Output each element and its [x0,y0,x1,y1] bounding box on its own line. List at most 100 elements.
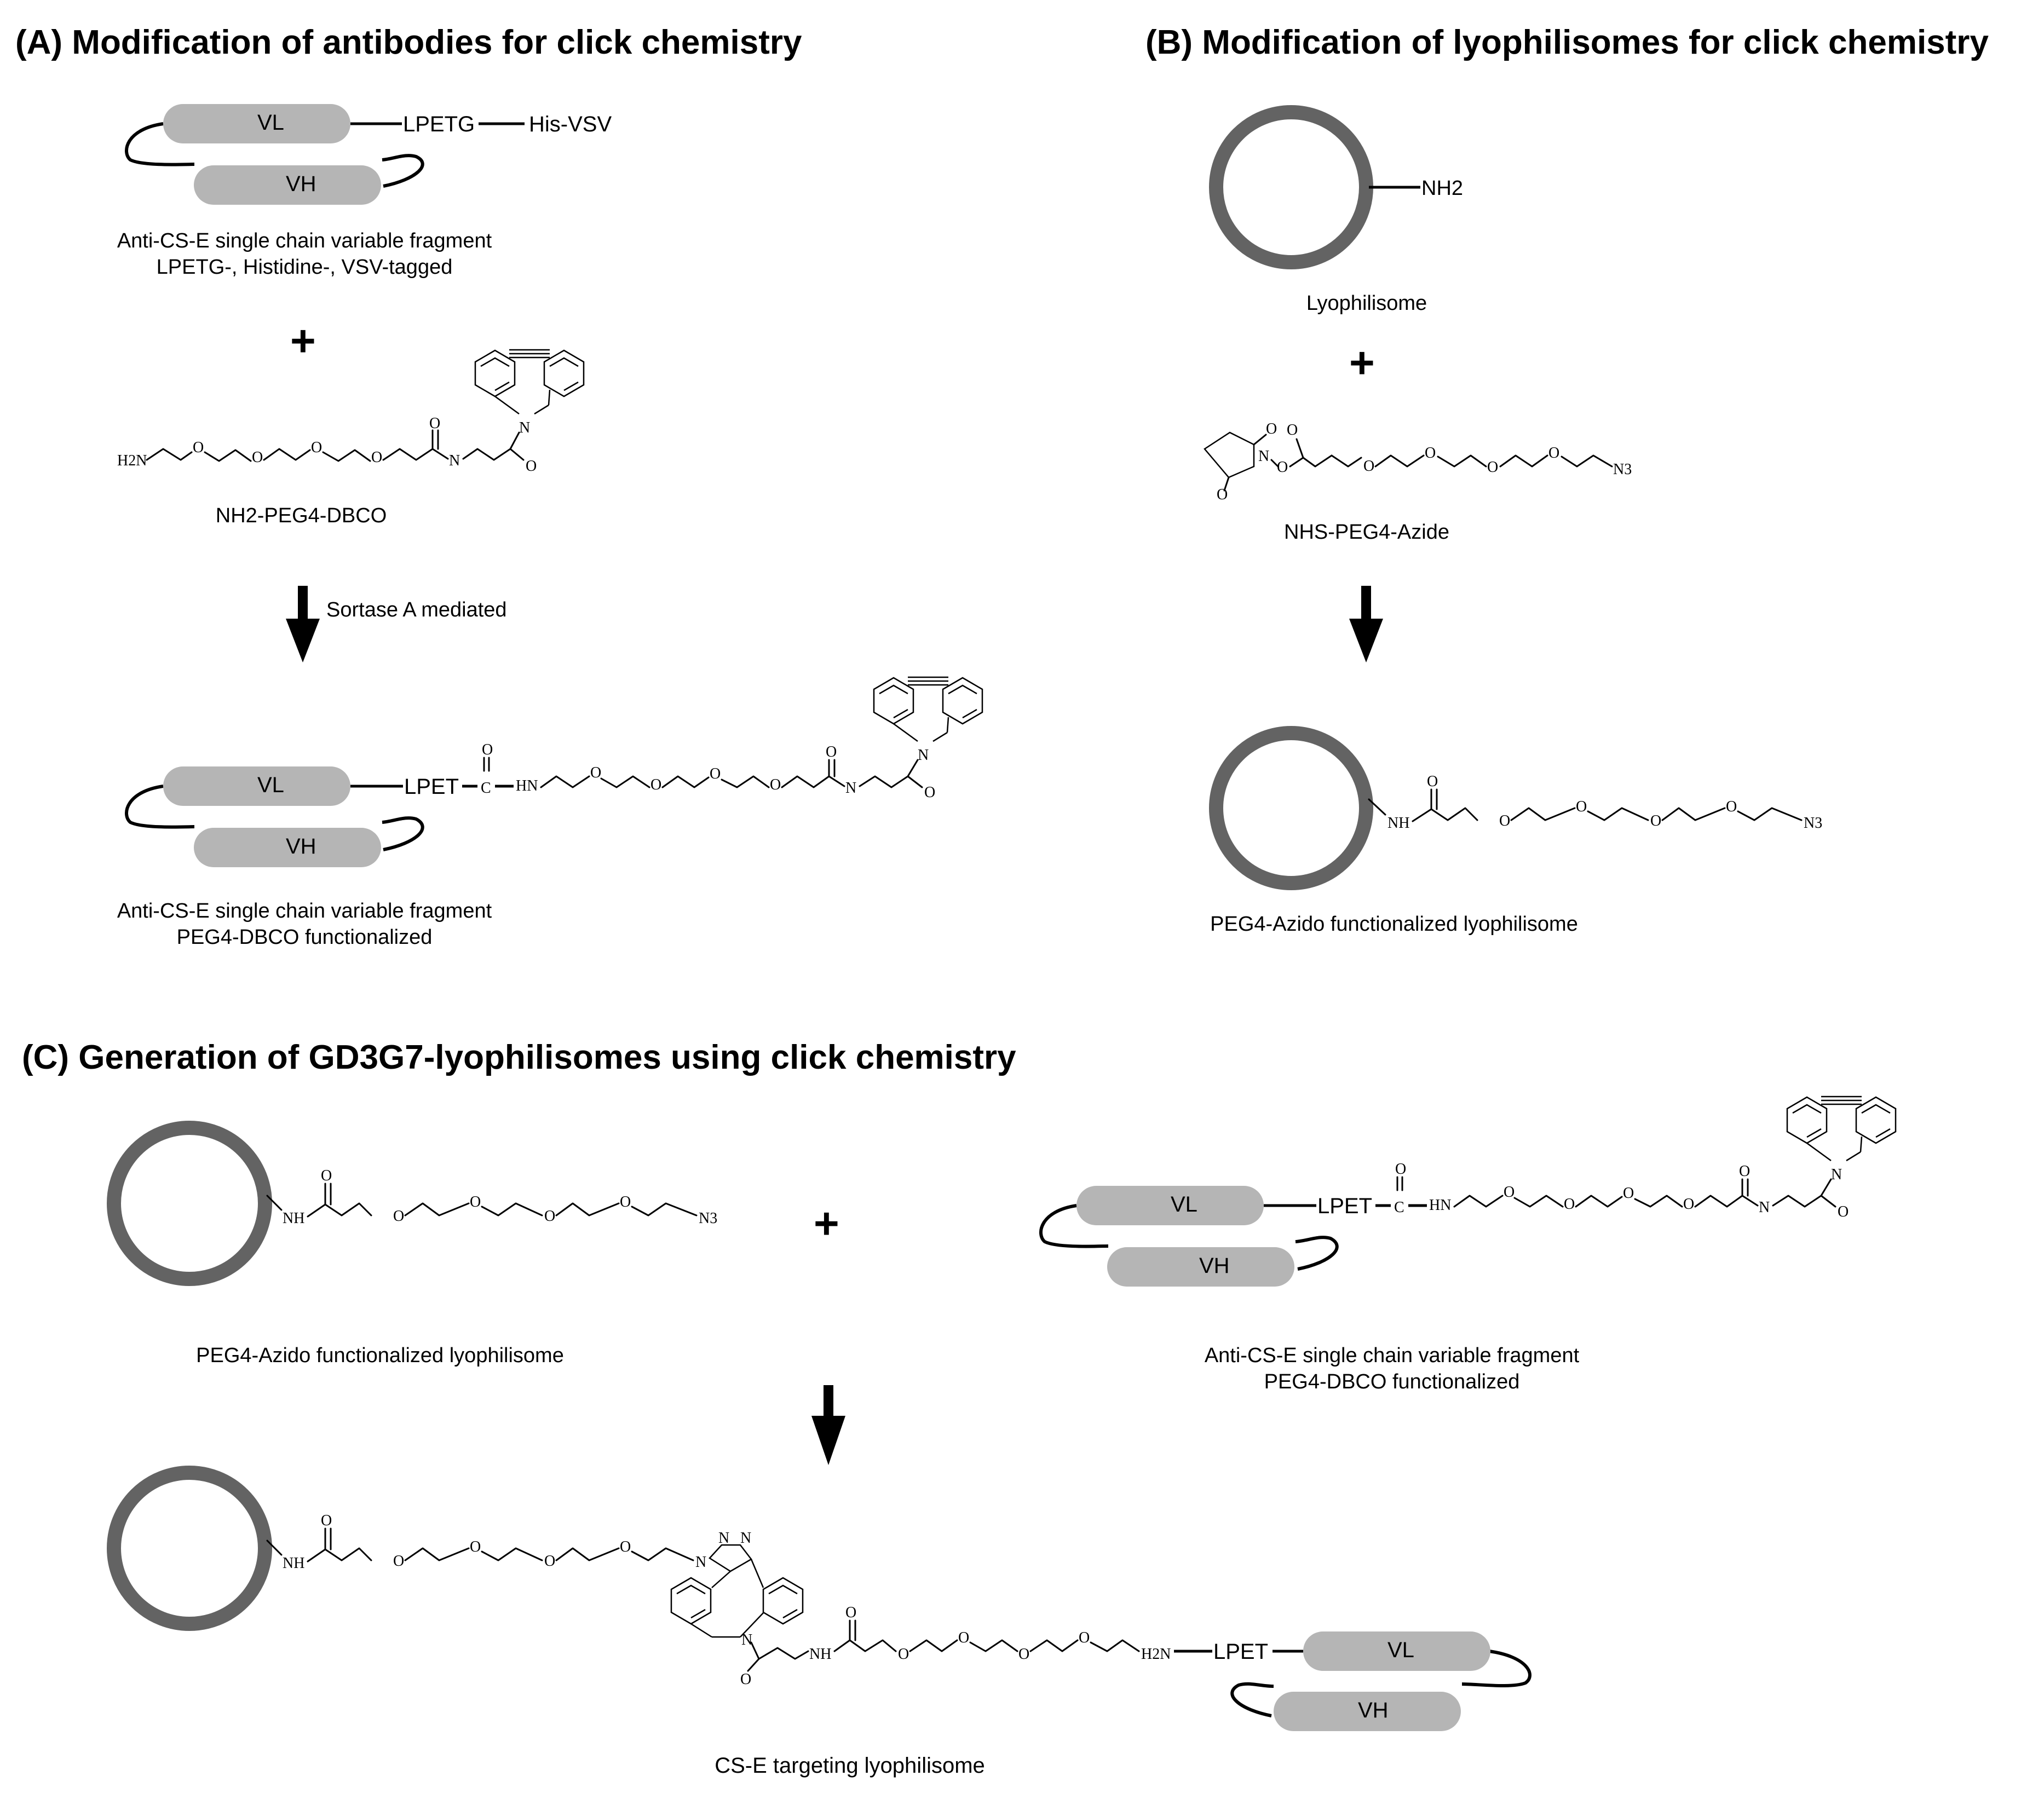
svg-text:N: N [1831,1166,1842,1183]
svg-text:NH: NH [1387,815,1409,832]
svg-text:O: O [1564,1196,1575,1213]
svg-text:N: N [695,1554,706,1571]
svg-text:N: N [519,419,530,436]
svg-text:VH: VH [1199,1254,1230,1278]
svg-text:N: N [845,780,856,797]
svg-text:N: N [718,1530,729,1547]
svg-text:O: O [1576,798,1587,815]
svg-text:VL: VL [1387,1638,1414,1662]
svg-text:O: O [650,776,661,793]
svg-text:O: O [470,1194,481,1210]
linker-loop [125,122,424,188]
sortase-label: Sortase A mediated [326,598,507,621]
svg-text:O: O [311,439,322,456]
left-azido-lyophilisome: NH O O O O O N3 [107,1121,717,1286]
svg-text:O: O [1079,1629,1090,1646]
svg-text:O: O [1838,1203,1849,1220]
svg-text:O: O [590,764,601,781]
vh-label: VH [286,172,316,196]
svg-text:O: O [1287,422,1298,439]
panel-a-title: (A) Modification of antibodies for click… [15,24,802,61]
svg-text:O: O [924,784,935,801]
svg-text:N: N [918,747,929,764]
nhs-peg4-azide-label: NHS-PEG4-Azide [1284,521,1449,544]
plus-sign-c: + [814,1199,839,1248]
svg-text:VH: VH [286,834,316,858]
scfv-caption-line2: LPETG-, Histidine-, VSV-tagged [157,256,453,279]
svg-text:N: N [1759,1199,1770,1216]
svg-text:O: O [710,765,721,782]
panel-b-title: (B) Modification of lyophilisomes for cl… [1145,24,1989,61]
right-caption-line1: Anti-CS-E single chain variable fragment [1205,1344,1580,1367]
lpet-tag-c-right: LPET [1317,1194,1372,1218]
svg-text:O: O [1683,1196,1694,1213]
svg-text:H2N: H2N [1141,1646,1171,1663]
svg-text:O: O [371,449,382,466]
nh2-peg4-dbco-structure: H2N O O O O O N O N [117,350,584,475]
svg-text:O: O [620,1194,631,1210]
svg-text:HN: HN [1429,1197,1451,1214]
svg-text:O: O [1266,420,1277,437]
svg-text:HN: HN [516,777,538,794]
svg-text:O: O [544,1208,555,1225]
svg-text:O: O [1623,1185,1634,1202]
his-vsv-tag: His-VSV [529,112,612,136]
amine-label: NH2 [1421,177,1463,200]
svg-text:O: O [193,439,204,456]
scfv-tagged: VL VH LPETG His-VSV [125,104,612,205]
svg-text:O: O [1018,1646,1029,1663]
svg-text:N3: N3 [699,1210,717,1227]
svg-text:O: O [393,1208,404,1225]
svg-text:NH: NH [809,1646,831,1663]
svg-text:NH: NH [283,1210,304,1227]
panel-c-title: (C) Generation of GD3G7-lyophilisomes us… [22,1039,1016,1076]
svg-text:VL: VL [257,773,284,797]
svg-text:O: O [1425,445,1436,462]
svg-text:O: O [1499,812,1510,829]
reaction-arrow-a [286,586,320,662]
lpet-tag-c-final: LPET [1213,1640,1268,1664]
svg-text:O: O [1427,773,1438,790]
svg-text:O: O [544,1553,555,1570]
svg-text:O: O [1504,1184,1515,1201]
svg-text:O: O [526,458,537,475]
right-scfv-peg4-dbco: VL VH LPET C O HN O O O O O N O N [1039,1097,1896,1287]
svg-text:N: N [1258,448,1269,465]
vl-domain [163,104,350,143]
product-caption-line2: PEG4-DBCO functionalized [177,926,433,949]
final-caption: CS-E targeting lyophilisome [715,1754,985,1778]
product-caption-line1: Anti-CS-E single chain variable fragment [117,900,492,923]
vl-label: VL [257,111,284,135]
svg-text:O: O [1548,445,1559,462]
svg-text:O: O [1395,1161,1406,1178]
svg-text:C: C [1394,1199,1404,1216]
svg-text:N: N [449,452,460,469]
svg-text:O: O [321,1167,332,1184]
peg4-azido-lyophilisome: NH O O O O O N3 [1209,726,1822,890]
svg-text:O: O [1739,1163,1750,1180]
svg-text:O: O [1277,459,1288,476]
lpetg-tag: LPETG [403,112,475,136]
svg-text:VH: VH [1358,1698,1389,1722]
cs-e-targeting-lyophilisome: NH O O O O O N N N N O NH O O O O O H2N … [107,1466,1531,1731]
svg-text:O: O [393,1553,404,1570]
right-caption-line2: PEG4-DBCO functionalized [1264,1370,1520,1393]
lyophilisome: NH2 [1209,105,1463,269]
svg-text:O: O [1217,486,1228,503]
svg-text:N: N [741,1631,752,1648]
lpet-tag-a: LPET [404,775,459,799]
svg-text:N3: N3 [1613,461,1632,478]
svg-text:O: O [845,1604,856,1621]
svg-text:O: O [1487,459,1498,476]
svg-text:N3: N3 [1804,815,1822,832]
reaction-arrow-c [811,1385,845,1465]
vh-domain [194,165,381,205]
svg-text:N: N [740,1530,751,1547]
svg-text:O: O [826,743,837,760]
svg-text:O: O [429,415,440,432]
svg-text:O: O [1363,458,1374,475]
svg-text:C: C [481,780,491,797]
svg-text:NH: NH [283,1555,304,1572]
scfv-peg4-dbco: VL VH LPET C O HN O O O O O N O N [125,677,982,867]
